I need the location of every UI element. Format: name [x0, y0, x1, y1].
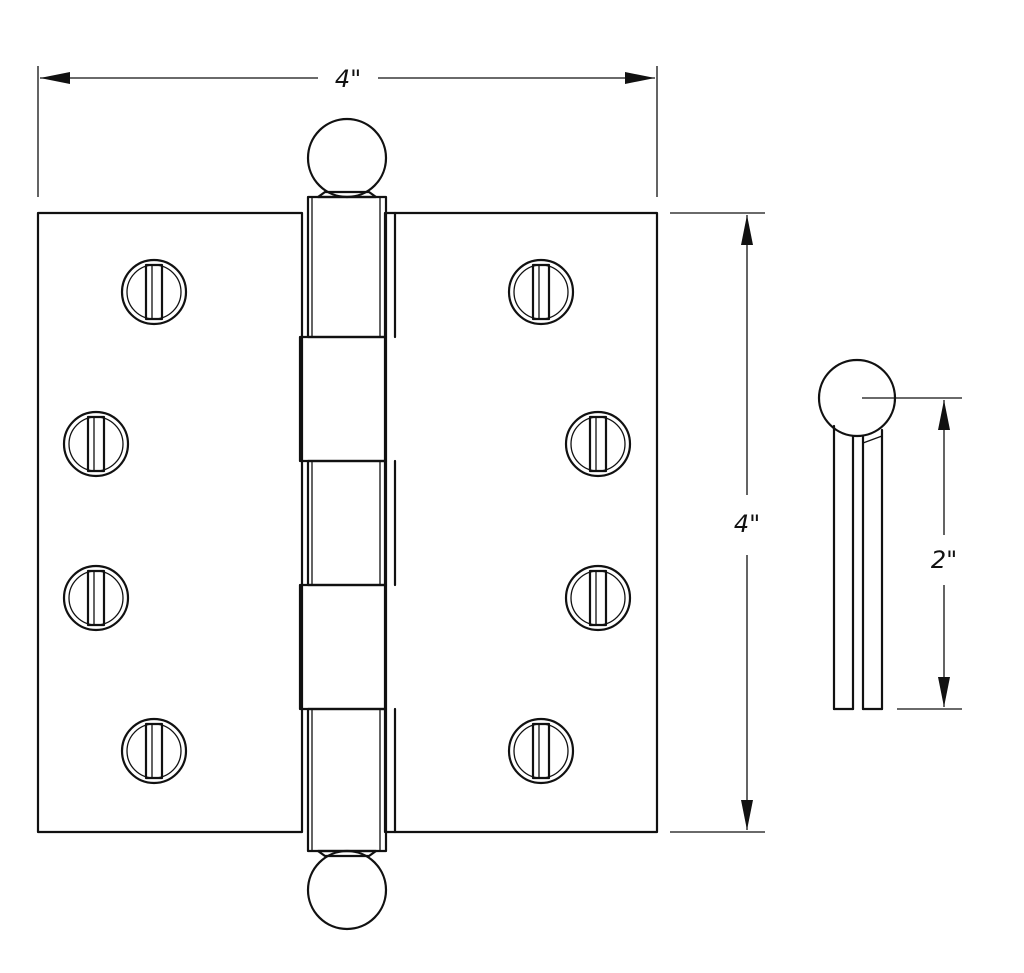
screw-right-2: [564, 410, 632, 478]
height-arrow-top: [741, 215, 753, 245]
screw-right-3: [564, 564, 632, 632]
hinge-knuckles: [298, 195, 397, 853]
screw-right-4: [507, 717, 575, 785]
top-ball-tip: [306, 117, 388, 199]
side-arrow-top: [938, 400, 950, 430]
height-arrow-bottom: [741, 800, 753, 830]
width-dimension: 4": [37, 65, 658, 197]
height-dimension: 4": [670, 212, 765, 833]
height-label: 4": [734, 510, 760, 538]
side-dimension: 2": [862, 397, 962, 710]
side-arrow-bottom: [938, 677, 950, 707]
screw-right-1: [507, 258, 575, 326]
width-label: 4": [335, 65, 361, 93]
screw-left-2: [62, 410, 130, 478]
width-arrow-right: [625, 72, 655, 84]
side-view: [817, 358, 897, 711]
width-arrow-left: [40, 72, 70, 84]
right-leaf: [383, 211, 659, 834]
screw-left-4: [120, 717, 188, 785]
side-label: 2": [931, 546, 957, 574]
screw-left-1: [120, 258, 188, 326]
bottom-ball-tip: [306, 849, 388, 931]
left-leaf: [36, 211, 304, 834]
screw-left-3: [62, 564, 130, 632]
